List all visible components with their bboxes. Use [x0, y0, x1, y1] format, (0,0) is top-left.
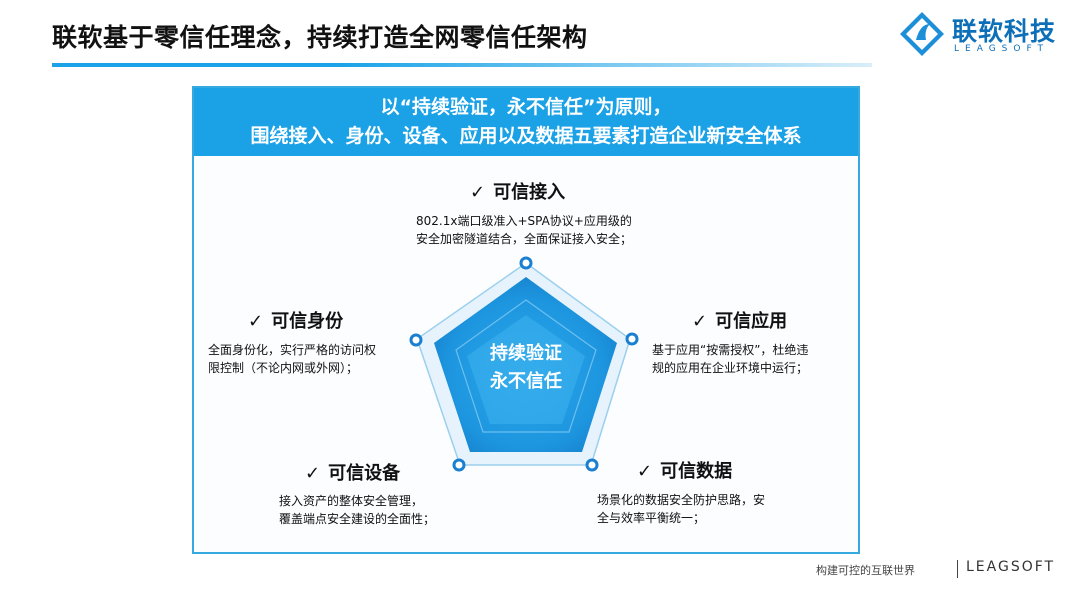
section-desc-access-line-1: 802.1x端口级准入+SPA协议+应用级的 [416, 214, 632, 228]
check-icon: ✓ [637, 461, 653, 482]
check-icon: ✓ [248, 311, 264, 332]
check-icon: ✓ [470, 182, 486, 203]
section-desc-identity-line-1: 全面身份化，实行严格的访问权 [208, 343, 377, 357]
node-device [452, 458, 466, 472]
check-icon: ✓ [305, 463, 321, 484]
section-desc-identity-line-2: 限控制（不论内网或外网）； [208, 361, 359, 375]
pentagon-center-label: 持续验证 永不信任 [470, 340, 582, 396]
footer-divider [957, 560, 958, 578]
section-desc-application-line-2: 规的应用在企业环境中运行； [652, 361, 809, 375]
node-identity [409, 333, 423, 347]
section-desc-device-line-1: 接入资产的整体安全管理， [279, 494, 424, 508]
section-desc-application: 基于应用“按需授权”，杜绝违 规的应用在企业环境中运行； [652, 341, 808, 377]
section-desc-access-line-2: 安全加密隧道结合，全面保证接入安全； [416, 232, 633, 246]
company-logo: 联软科技 LEAGSOFT [898, 10, 1058, 58]
slide-title: 联软基于零信任理念，持续打造全网零信任架构 [52, 23, 588, 52]
section-desc-data-line-2: 全与效率平衡统一； [597, 511, 706, 525]
banner-line-1: 以“持续验证，永不信任”为原则， [380, 96, 672, 118]
title-underline [52, 63, 872, 67]
section-desc-application-line-1: 基于应用“按需授权”，杜绝违 [652, 343, 809, 357]
section-desc-device: 接入资产的整体安全管理， 覆盖端点安全建设的全面性； [279, 492, 435, 528]
section-title-application: ✓ 可信应用 [692, 307, 787, 333]
node-application [625, 332, 639, 346]
section-title-application-text: 可信应用 [715, 311, 788, 332]
section-desc-device-line-2: 覆盖端点安全建设的全面性； [279, 512, 436, 526]
pentagon-core [467, 315, 585, 424]
section-desc-access: 802.1x端口级准入+SPA协议+应用级的 安全加密隧道结合，全面保证接入安全… [416, 212, 632, 248]
leagsoft-logo-icon [900, 12, 944, 56]
logo-name: 联软科技 [952, 17, 1057, 46]
pentagon-inner-ring [455, 299, 597, 433]
center-line-1: 持续验证 [490, 343, 562, 364]
center-line-2: 永不信任 [490, 371, 562, 392]
principle-banner: 以“持续验证，永不信任”为原则， 围绕接入、身份、设备、应用以及数据五要素打造企… [194, 88, 858, 156]
section-title-device-text: 可信设备 [328, 463, 401, 484]
section-title-identity: ✓ 可信身份 [248, 307, 343, 333]
section-title-device: ✓ 可信设备 [305, 459, 400, 485]
section-title-access-text: 可信接入 [493, 182, 566, 203]
section-title-identity-text: 可信身份 [271, 311, 344, 332]
footer-slogan: 构建可控的互联世界 [816, 564, 915, 577]
section-title-access: ✓ 可信接入 [470, 178, 565, 204]
node-access [519, 256, 533, 270]
section-desc-data: 场景化的数据安全防护思路，安 全与效率平衡统一； [597, 491, 765, 527]
section-title-data: ✓ 可信数据 [637, 457, 732, 483]
check-icon: ✓ [692, 311, 708, 332]
section-desc-identity: 全面身份化，实行严格的访问权 限控制（不论内网或外网）； [208, 341, 376, 377]
logo-subtitle: LEAGSOFT [954, 44, 1049, 54]
section-title-data-text: 可信数据 [660, 461, 733, 482]
node-data [585, 458, 599, 472]
footer-brand: LEAGSOFT [966, 559, 1056, 575]
section-desc-data-line-1: 场景化的数据安全防护思路，安 [597, 493, 766, 507]
banner-line-2: 围绕接入、身份、设备、应用以及数据五要素打造企业新安全体系 [250, 125, 802, 147]
